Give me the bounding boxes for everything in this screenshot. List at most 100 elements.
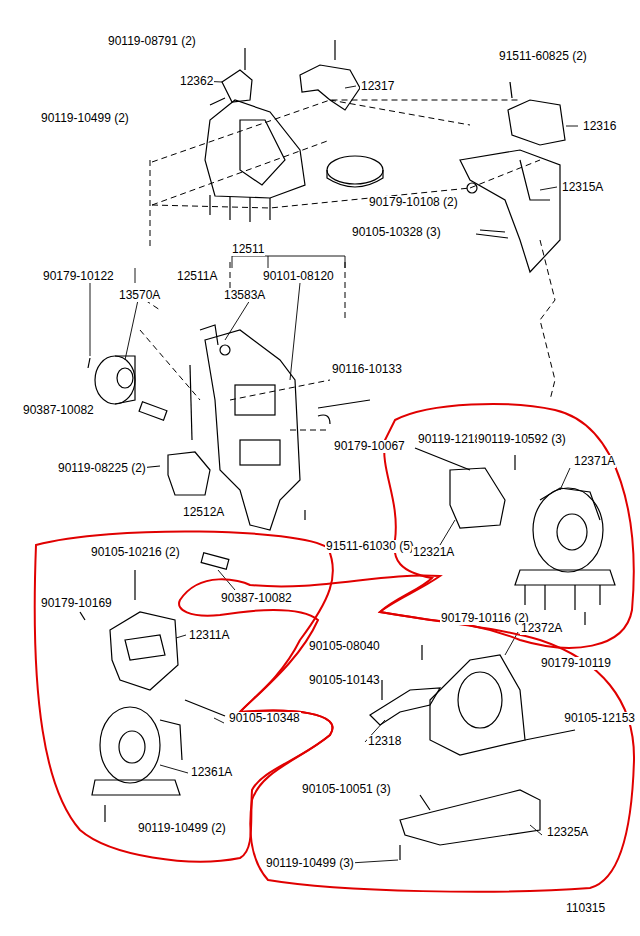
bracket-assembly: [168, 452, 210, 495]
figure-number: 110315: [565, 902, 606, 915]
part-number: 12315A: [561, 181, 604, 194]
part-number: 90105-10348: [228, 712, 301, 725]
engine-mount: [450, 468, 505, 528]
engine-mount-bracket: [222, 70, 252, 102]
highlight-outline: [35, 404, 634, 892]
engine-mount: [110, 612, 178, 690]
mount-bracket: [460, 150, 560, 272]
bracket-assembly: [88, 358, 90, 368]
bracket-part: [327, 156, 383, 184]
dashed-guide: [470, 160, 540, 188]
mount-bracket: [508, 100, 565, 145]
engine-mount: [100, 707, 160, 783]
bracket-part: [334, 40, 335, 60]
part-number: 13570A: [118, 289, 161, 302]
mount-bracket: [467, 183, 477, 193]
bracket-assembly: [117, 368, 133, 388]
engine-mount: [430, 655, 525, 755]
bracket-part: [300, 65, 360, 110]
part-number: 90179-10122: [42, 270, 115, 283]
part-number: 12371A: [573, 455, 616, 468]
dashed-guide: [230, 380, 330, 430]
part-number: 90179-10119: [540, 657, 612, 670]
part-number: 90105-10143: [308, 674, 381, 687]
dashed-guide: [152, 100, 520, 162]
dashed-guide: [140, 100, 555, 430]
part-number: 90119-08225 (2): [57, 462, 147, 475]
part-number: 90179-10169: [40, 597, 113, 610]
dashed-guide: [540, 240, 555, 400]
engine-mount-bracket: [205, 100, 305, 198]
mount-bracket: [480, 160, 550, 232]
highlight-outline: [179, 575, 634, 891]
mount-bracket: [510, 82, 512, 98]
engine-mount: [370, 645, 575, 860]
engine-mount: [119, 731, 145, 763]
part-number: 12317: [360, 80, 395, 93]
dashed-guide: [150, 160, 151, 250]
bracket-part: [300, 40, 383, 187]
bracket-assembly: [235, 385, 275, 415]
bracket-assembly: [201, 553, 229, 569]
part-number: 91511-61030 (5): [325, 540, 415, 553]
engine-mount: [525, 585, 600, 625]
bracket-assembly: [220, 345, 230, 355]
part-number: 12511: [231, 243, 265, 256]
part-number: 90119-10499 (3): [265, 857, 355, 870]
part-number: 12318: [367, 735, 402, 748]
leader-line: [218, 468, 570, 590]
bracket-assembly: [200, 325, 218, 345]
engine-mount-bracket: [210, 48, 245, 105]
part-number: 90119-08791 (2): [107, 35, 197, 48]
engine-mount: [80, 612, 85, 620]
part-number: 90105-10051 (3): [301, 783, 392, 796]
engine-mount: [514, 455, 515, 470]
bracket-assembly: [318, 400, 370, 424]
engine-mount: [515, 488, 615, 585]
leader-line: [90, 81, 578, 868]
bracket-assembly: [240, 440, 280, 465]
engine-mount: [382, 645, 422, 700]
engine-mount: [458, 672, 502, 728]
part-number: 12511A: [176, 270, 218, 283]
highlight-outline: [35, 531, 333, 861]
part-number: 12321A: [412, 546, 455, 559]
part-number: 90105-08040: [308, 640, 381, 653]
engine-mount: [92, 720, 182, 795]
engine-mount: [104, 805, 105, 822]
part-number: 90105-12153: [563, 712, 636, 725]
part-number: 90119-10592 (3): [477, 433, 567, 446]
engine-mount: [399, 845, 400, 860]
dashed-guide: [330, 100, 470, 125]
part-number: 90105-10216 (2): [90, 546, 181, 559]
engine-mount: [134, 570, 135, 600]
part-number: 90105-10328 (3): [351, 226, 442, 239]
dashed-guide: [152, 188, 470, 208]
part-number: 90179-10116 (2): [440, 612, 530, 625]
bracket-assembly: [95, 356, 135, 404]
part-number: 12311A: [188, 629, 230, 642]
bracket-assembly: [205, 330, 300, 530]
bracket-part: [327, 170, 383, 187]
part-number: 12325A: [546, 826, 589, 839]
bracket-assembly: [115, 356, 135, 404]
mount-bracket: [460, 82, 565, 272]
highlight-outline: [380, 404, 634, 648]
part-number: 12361A: [190, 766, 233, 779]
engine-mount: [125, 635, 165, 660]
part-number: 90179-10108 (2): [368, 196, 459, 209]
part-number: 90101-08120: [262, 270, 335, 283]
engine-mount-bracket: [210, 195, 270, 222]
part-number: 90119-10499 (2): [40, 112, 130, 125]
engine-mount-bracket: [205, 48, 305, 222]
part-number: 90387-10082: [220, 592, 293, 605]
part-number: 12316: [582, 120, 617, 133]
leader-line: [201, 81, 578, 268]
leader-line: [160, 632, 542, 835]
part-number: 12362: [179, 75, 214, 88]
engine-mount: [400, 790, 540, 845]
engine-mount: [415, 448, 470, 470]
engine-mount: [525, 730, 575, 740]
part-number: 91511-60825 (2): [498, 50, 588, 63]
